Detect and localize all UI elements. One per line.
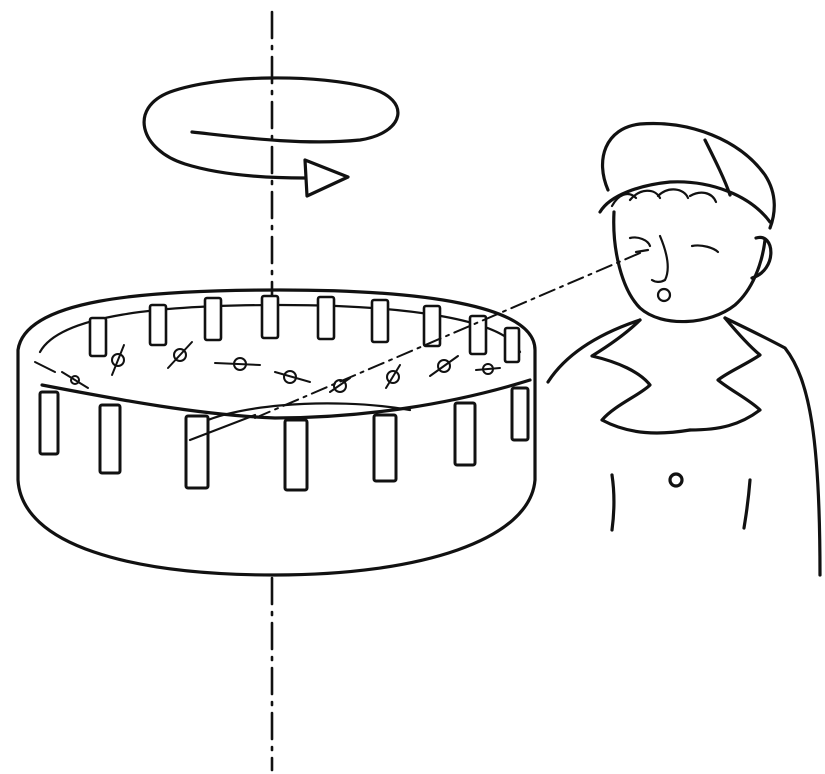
frame-figure — [112, 345, 124, 375]
front-slot — [455, 403, 475, 465]
frame-figure — [476, 364, 500, 374]
frame-figure — [168, 342, 192, 368]
frame-figure — [275, 371, 310, 383]
back-slot — [318, 297, 334, 339]
mouth — [658, 289, 670, 301]
front-slot — [512, 388, 528, 440]
line-of-sight — [255, 253, 640, 418]
front-slot — [100, 405, 120, 473]
back-slot — [90, 318, 106, 356]
front-slot — [285, 420, 307, 490]
frame-figure — [215, 358, 260, 370]
zoetrope-drum — [18, 290, 535, 575]
front-slot — [374, 415, 396, 481]
nose — [652, 236, 668, 282]
back-slot — [150, 305, 166, 345]
front-slot — [40, 392, 58, 454]
frame-figure — [62, 372, 88, 388]
viewer-boy — [548, 123, 820, 575]
frame-figure — [35, 362, 55, 372]
face — [614, 212, 765, 322]
back-slot — [505, 328, 519, 362]
coat-button — [670, 474, 682, 486]
eye — [630, 237, 650, 252]
front-slot — [186, 416, 208, 488]
back-slot — [470, 316, 486, 354]
eye — [692, 245, 718, 252]
frame-figure — [430, 356, 458, 376]
frame-figure — [386, 365, 400, 388]
back-slot — [205, 298, 221, 340]
coat — [548, 318, 820, 575]
back-slot — [372, 300, 388, 342]
front-slots — [40, 388, 528, 490]
back-slot — [262, 296, 278, 338]
cap — [603, 123, 775, 228]
